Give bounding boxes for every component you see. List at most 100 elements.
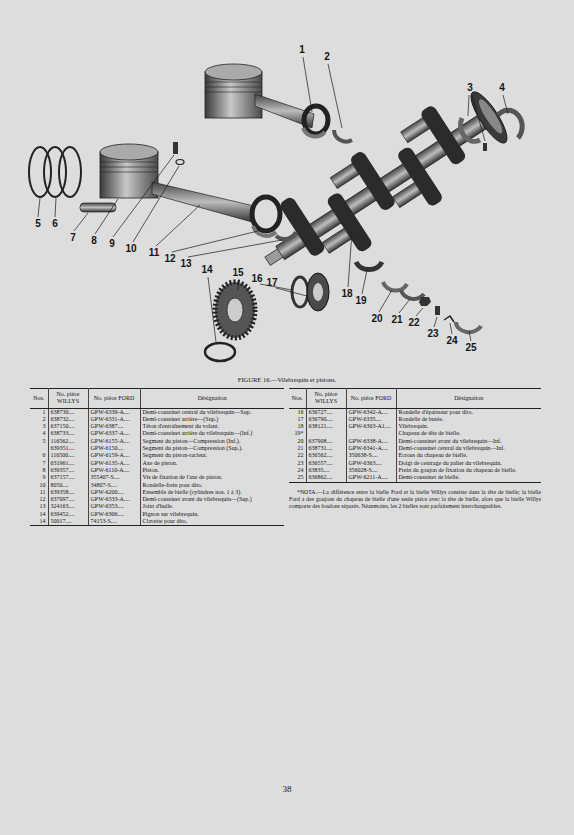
callout-number: 9	[108, 239, 116, 249]
table-cell: GPW-6155-A....	[88, 438, 140, 445]
ring-groove	[206, 82, 261, 83]
table-row: 13324163....GPW-6353....Joint d'huile.	[30, 503, 284, 510]
bearing-shell	[401, 290, 424, 299]
table-cell: 638732....	[48, 416, 88, 423]
table-cell: 13	[30, 503, 48, 510]
oil-seal	[205, 343, 235, 361]
header-text: Désignation	[454, 395, 483, 401]
callout-number: 19	[354, 296, 367, 306]
leader-line	[328, 64, 342, 128]
cell-text: 20	[298, 438, 304, 444]
cell-text: 6	[43, 452, 46, 458]
cell-text: 5	[43, 438, 46, 444]
table-cell: 631961....	[48, 460, 88, 467]
cell-text: Demi-coussinet central du vilebrequin—In…	[399, 445, 505, 451]
header-text: Désignation	[198, 395, 227, 401]
cell-text: GPW-6337-A....	[91, 430, 130, 436]
table-cell: Clavette pour dito.	[140, 518, 284, 526]
leader-lines	[38, 57, 508, 342]
cell-text: 24	[298, 467, 304, 473]
cell-text: GPW-6159-A....	[91, 452, 130, 458]
cell-text: 324163....	[51, 503, 75, 509]
crank-gear	[215, 282, 255, 338]
cell-text: 639452....	[51, 511, 75, 517]
callout-text: 1	[299, 44, 305, 55]
cell-text: 637908....	[309, 438, 333, 444]
table-cell: 2	[30, 416, 48, 423]
cell-text: GPW-6303-A1....	[349, 423, 391, 429]
table-cell: Doigt de centrage du palier du vilebrequ…	[396, 460, 541, 467]
table-row: 1450017....74153-S....Clavette pour dito…	[30, 518, 284, 526]
rear-flange	[465, 87, 513, 147]
cell-text: Doigt de centrage du palier du vilebrequ…	[399, 460, 502, 466]
crankshaft	[245, 77, 521, 298]
callout-text: 9	[109, 238, 115, 249]
cell-text: 8	[43, 467, 46, 473]
cell-text: Frein du goujon de fixation du chapeau d…	[399, 467, 517, 473]
cell-text: GPW-6200....	[91, 489, 124, 495]
callout-number: 1	[298, 45, 306, 55]
callout-text: 7	[70, 232, 76, 243]
page-number-text: 38	[283, 784, 292, 794]
crank-web	[349, 150, 397, 212]
table-cell: 14	[30, 511, 48, 518]
table-cell: 18	[289, 423, 306, 430]
table-cell: 355407-S....	[88, 474, 140, 481]
table-cell: 34807-S....	[88, 482, 140, 489]
leader-line	[434, 317, 437, 327]
cell-text: 350638-S....	[349, 452, 378, 458]
table-cell: Téton d'entraînement du volant.	[140, 423, 284, 430]
flange-face	[476, 97, 506, 136]
cell-text: GPW-6341-A....	[349, 445, 388, 451]
cell-text: GPW-6338-A....	[349, 438, 388, 444]
cell-text: GPW-6150....	[91, 445, 124, 451]
table-cell: 637097....	[48, 496, 88, 503]
leader-line	[95, 199, 118, 234]
cell-text: GPW-6110-A....	[91, 467, 130, 473]
header-cell: Désignation	[396, 389, 541, 409]
table-cell: Demi-coussinet central du vilebrequin—In…	[396, 445, 541, 452]
table-cell: 6	[30, 452, 48, 459]
cell-text: GPW-6339-A....	[91, 409, 130, 415]
leader-line	[379, 290, 392, 312]
table-cell: 74153-S....	[88, 518, 140, 526]
table-row: 19*Chapeau de tête de bielle.	[289, 430, 541, 437]
table-cell: 639452....	[48, 511, 88, 518]
callout-text: 5	[35, 218, 41, 229]
cell-text: 2	[43, 416, 46, 422]
callout-number: 5	[34, 219, 42, 229]
cell-text: Axe de piston.	[143, 460, 178, 466]
table-row: 108050....34807-S....Rondelle-frein pour…	[30, 482, 284, 489]
table-cell: 20	[289, 438, 306, 445]
leader-line	[208, 277, 216, 342]
table-cell: 3	[30, 423, 48, 430]
table-row: 7631961....GPW-6135-A....Axe de piston.	[30, 460, 284, 467]
callout-text: 21	[391, 314, 402, 325]
table-cell: 637150....	[48, 423, 88, 430]
callout-number: 2	[323, 52, 331, 62]
cell-text: Segment du piston-racleur.	[143, 452, 208, 458]
table-cell: 11	[30, 489, 48, 496]
callout-number: 4	[498, 83, 506, 93]
table-cell: GPW-6335....	[346, 416, 396, 423]
table-cell: 324163....	[48, 503, 88, 510]
cell-text: Rondelle de butée.	[399, 416, 444, 422]
cell-text: GPW-6333-A....	[91, 496, 130, 502]
table-cell: Demi-coussinet central du vilebrequin—Su…	[140, 408, 284, 416]
table-cell: 639358....	[48, 489, 88, 496]
table-cell: 637157....	[48, 474, 88, 481]
thrust-washer	[307, 273, 329, 311]
header-text: No. pièce FORD	[94, 395, 135, 401]
table-cell: GPW-6159-A....	[88, 452, 140, 459]
crank-pin	[322, 228, 351, 253]
leader-line	[55, 198, 56, 217]
table-row: 11639358....GPW-6200....Ensemble de biel…	[30, 489, 284, 496]
cell-text: 636562....	[309, 452, 333, 458]
table-cell: Axe de piston.	[140, 460, 284, 467]
table-cell: GPW-6135-A....	[88, 460, 140, 467]
cell-text: GPW-6353....	[91, 503, 124, 509]
table-cell: 636727....	[306, 408, 346, 416]
callout-text: 23	[427, 328, 438, 339]
table-cell: GPW-6353....	[88, 503, 140, 510]
